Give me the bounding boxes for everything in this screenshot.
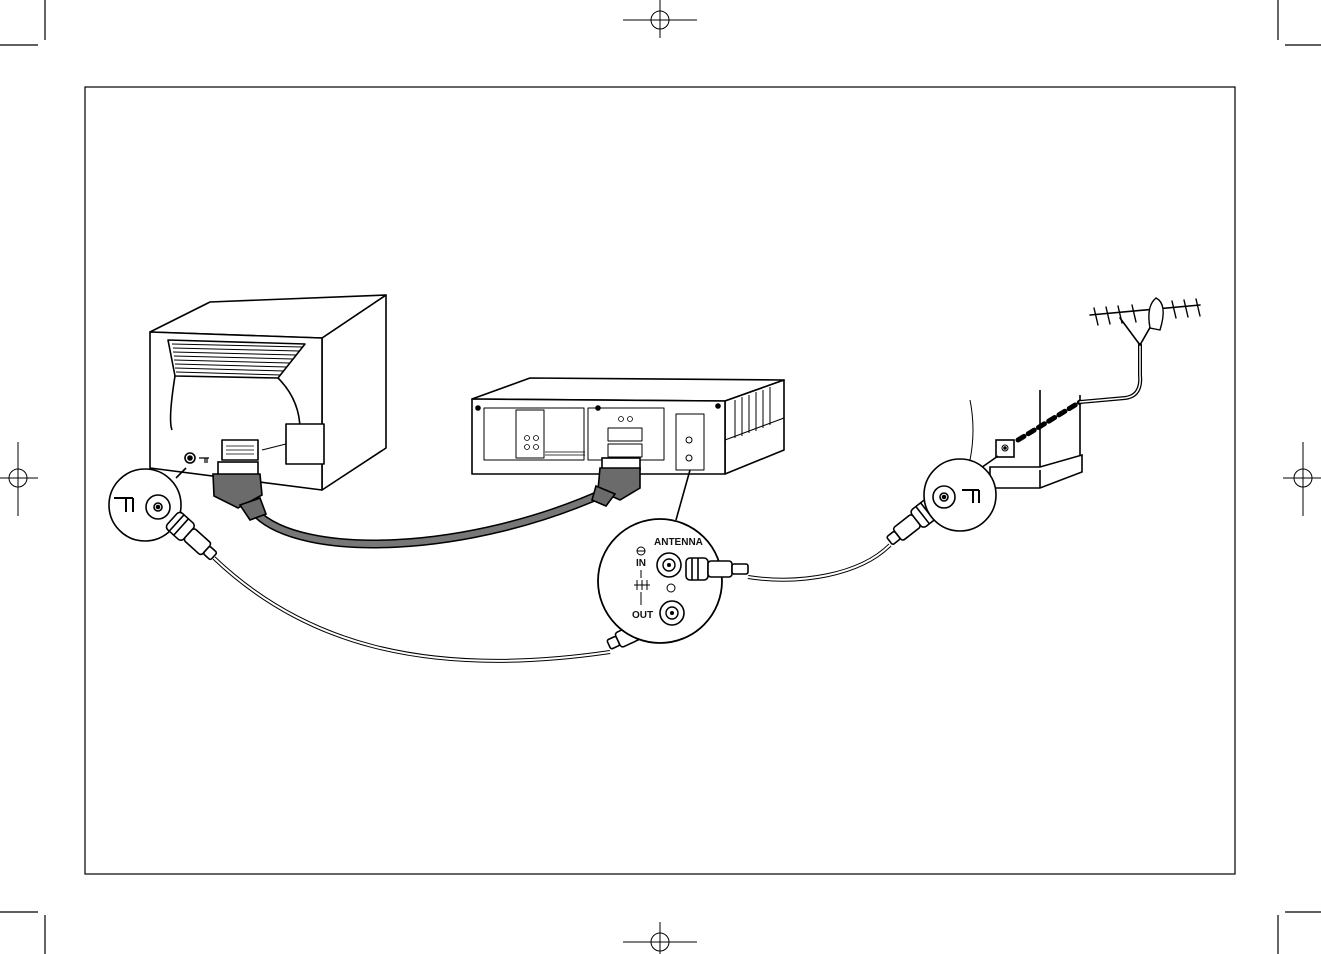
scart-plug-tv [213,462,266,520]
registration-mark-top [623,0,697,38]
coax-plug-tv-end [165,511,221,565]
registration-mark-right [1283,442,1321,516]
registration-mark-left [0,442,38,516]
tv-set [150,295,386,490]
coax-cable-aerial [748,498,940,580]
vcr-scart-av1 [608,428,642,441]
registration-mark-bottom [623,922,697,954]
antenna-out-label: OUT [632,610,653,621]
coax-plug-vcr-in [686,558,748,580]
aerial [1018,298,1200,440]
antenna-ground-screw [667,584,675,592]
tv-callout-box [286,424,324,464]
wall-aerial-socket [996,440,1014,457]
coax-cable-tv [165,511,664,661]
antenna-in-label: IN [636,558,646,569]
vcr-scart-av2 [608,444,642,457]
antenna-heading: ANTENNA [654,537,703,548]
wall-socket-zoom [924,456,998,531]
